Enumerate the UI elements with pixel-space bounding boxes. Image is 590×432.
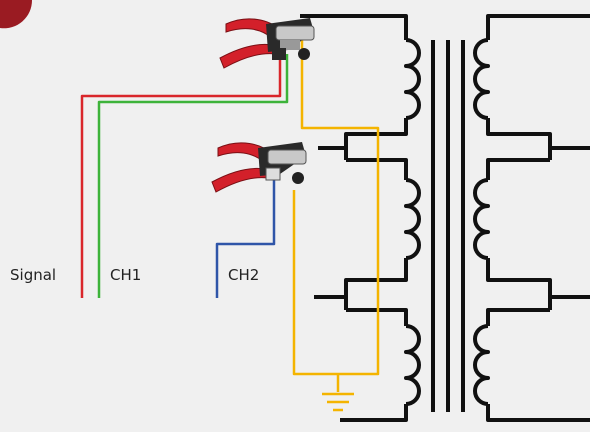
secondary-winding bbox=[473, 14, 590, 422]
ch2-wire bbox=[215, 178, 276, 298]
brand-badge-icon bbox=[0, 0, 33, 29]
signal-wire bbox=[80, 54, 282, 298]
alligator-clamp-icon bbox=[219, 18, 315, 69]
primary-winding bbox=[300, 14, 421, 422]
ch1-wire bbox=[97, 54, 289, 298]
ground-wire bbox=[292, 40, 380, 392]
ground-symbol-icon bbox=[322, 392, 354, 412]
signal-label: Signal bbox=[10, 266, 57, 284]
alligator-clamp-icon bbox=[211, 142, 307, 193]
transformer-core bbox=[431, 40, 465, 412]
ch2-label: CH2 bbox=[228, 266, 260, 284]
ch1-label: CH1 bbox=[110, 266, 142, 284]
